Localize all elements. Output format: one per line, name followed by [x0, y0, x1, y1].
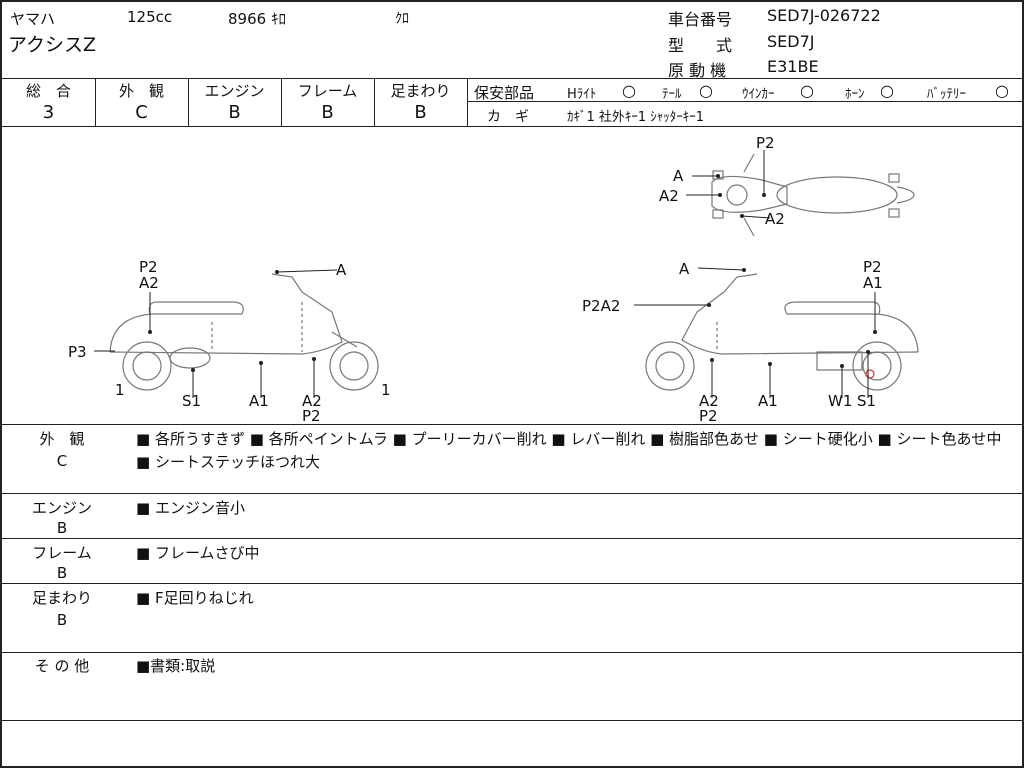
frame-no-label: 車台番号: [668, 10, 733, 29]
safety-tail: ﾃｰﾙ: [662, 87, 682, 102]
damage-label: A1: [249, 392, 269, 410]
grade-engine-value: B: [228, 102, 241, 123]
color: ｸﾛ: [395, 11, 409, 27]
damage-label: P2: [139, 258, 158, 276]
damage-label: A: [673, 167, 684, 185]
safety-winker-mark: ○: [800, 81, 814, 100]
displacement: 125cc: [127, 8, 173, 26]
keys: ｶｷﾞ1 社外ｷｰ1 ｼｬｯﾀｰｷｰ1: [567, 110, 705, 125]
damage-label: A2: [302, 392, 322, 410]
scooter-top-view: [711, 153, 915, 237]
model-name: アクシスZ: [8, 34, 97, 56]
note-frame-title: フレーム: [32, 544, 92, 562]
engine-label: 原 動 機: [668, 61, 727, 80]
damage-label: P3: [68, 343, 87, 361]
grade-suspension-value: B: [414, 102, 427, 123]
type: SED7J: [767, 32, 815, 51]
safety-tail-mark: ○: [699, 81, 713, 100]
damage-label: A2: [765, 210, 785, 228]
note-exterior-grade: C: [56, 452, 68, 470]
note-frame-text: ■ フレームさび中: [136, 544, 260, 562]
damage-label: A: [336, 261, 347, 279]
damage-label: P2: [302, 407, 321, 425]
note-suspension-title: 足まわり: [31, 589, 92, 607]
scooter-right-view: [645, 273, 919, 391]
safety-winker: ｳｲﾝｶｰ: [742, 87, 775, 102]
note-other-title: そ の 他: [34, 657, 90, 675]
mileage: 8966 ｷﾛ: [228, 10, 286, 28]
damage-label: P2: [699, 407, 718, 425]
note-exterior-title: 外 観: [39, 430, 85, 448]
note-engine-title: エンジン: [31, 499, 92, 517]
safety-headlight: Hﾗｲﾄ: [567, 87, 597, 102]
damage-label: S1: [857, 392, 877, 410]
grade-overall-value: 3: [42, 102, 55, 123]
damage-label: P2A2: [582, 297, 621, 315]
grade-overall-label: 総 合: [25, 82, 71, 100]
damage-label: P2: [863, 258, 882, 276]
key-label: カ ギ: [487, 109, 529, 125]
safety-battery: ﾊﾞｯﾃﾘｰ: [927, 87, 966, 102]
note-engine-grade: B: [56, 519, 68, 537]
note-other-text: ■書類:取説: [136, 657, 216, 675]
damage-label: A2: [659, 187, 679, 205]
damage-label: S1: [182, 392, 202, 410]
grade-frame-value: B: [321, 102, 334, 123]
damage-label: P2: [756, 134, 775, 152]
safety-horn: ﾎｰﾝ: [845, 87, 865, 102]
scooter-left-view: [109, 273, 379, 391]
grade-suspension-label: 足まわり: [390, 82, 451, 100]
note-exterior-text: ■ 各所うすきず ■ 各所ペイントムラ ■ プーリーカバー削れ ■ レバー削れ …: [136, 430, 1002, 471]
scooter-diagram: [94, 150, 919, 398]
safety-horn-mark: ○: [880, 81, 894, 100]
damage-label: A1: [863, 274, 883, 292]
grade-exterior-label: 外 観: [118, 82, 164, 100]
grade-engine-label: エンジン: [204, 82, 265, 100]
damage-label: W1: [828, 392, 853, 410]
note-engine-text: ■ エンジン音小: [136, 499, 245, 517]
safety-label: 保安部品: [474, 84, 535, 102]
damage-label: A1: [758, 392, 778, 410]
maker: ヤマハ: [10, 10, 56, 28]
note-frame-grade: B: [56, 564, 68, 582]
damage-label: 1: [115, 381, 125, 399]
type-label: 型 式: [668, 36, 733, 55]
note-suspension-text: ■ F足回りねじれ: [136, 589, 254, 607]
safety-battery-mark: ○: [995, 81, 1009, 100]
note-suspension-grade: B: [56, 611, 68, 629]
damage-label: 1: [381, 381, 391, 399]
grade-exterior-value: C: [135, 102, 148, 123]
damage-label: A: [679, 260, 690, 278]
damage-label: A2: [699, 392, 719, 410]
safety-headlight-mark: ○: [622, 81, 636, 100]
damage-label: A2: [139, 274, 159, 292]
frame-no: SED7J-026722: [767, 6, 881, 25]
engine: E31BE: [767, 57, 819, 76]
grade-frame-label: フレーム: [297, 82, 358, 100]
